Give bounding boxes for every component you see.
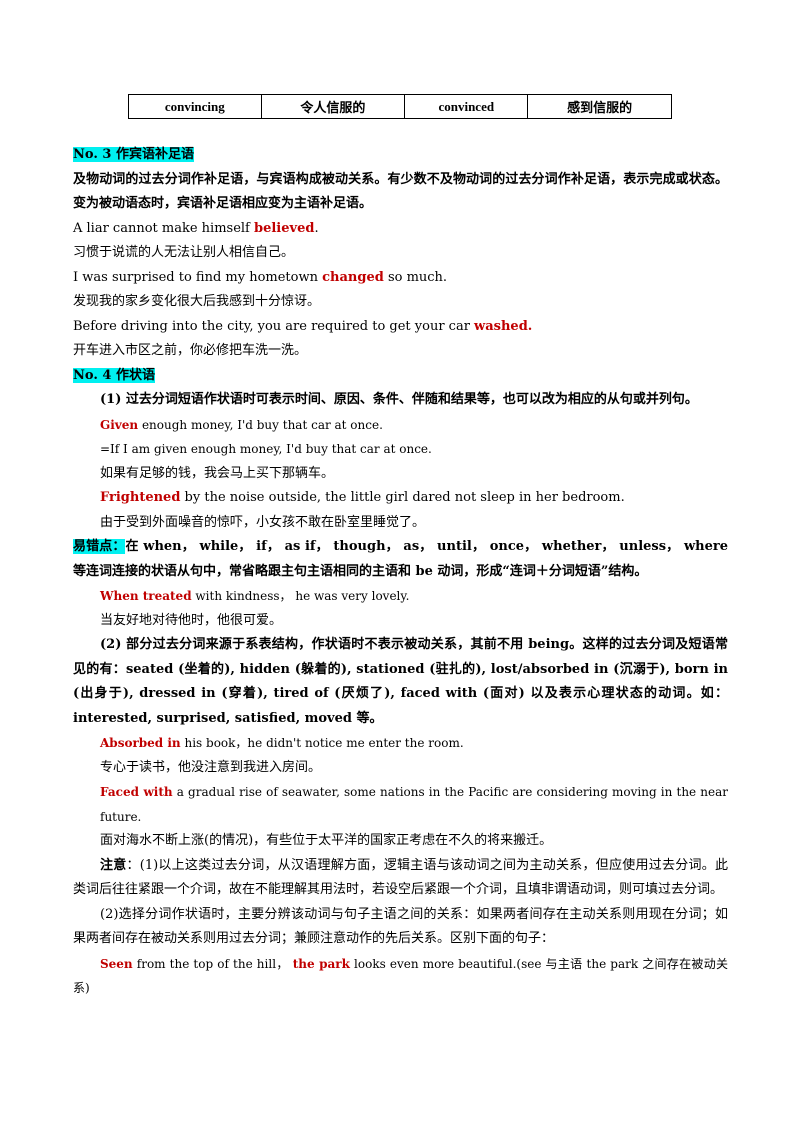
example-translation: 发现我的家乡变化很大后我感到十分惊讶。 bbox=[73, 294, 321, 309]
table-cell: 令人信服的 bbox=[260, 94, 406, 119]
example-sentence: When treated with kindness， he was very … bbox=[100, 589, 410, 603]
example-translation: 如果有足够的钱，我会马上买下那辆车。 bbox=[100, 465, 335, 481]
example-sentence: Before driving into the city, you are re… bbox=[73, 318, 533, 334]
rule-text: 及物动词的过去分词作补足语，与宾语构成被动关系。有少数不及物动词的过去分词作补足… bbox=[73, 171, 728, 212]
section-heading-no3: No. 3 作宾语补足语 bbox=[73, 147, 194, 162]
rule-text: (1) 过去分词短语作状语时可表示时间、原因、条件、伴随和结果等，也可以改为相应… bbox=[100, 392, 698, 407]
table-cell: convinced bbox=[404, 94, 529, 119]
example-translation: 开车进入市区之前，你必修把车洗一洗。 bbox=[73, 343, 308, 358]
section-heading-no4: No. 4 作状语 bbox=[73, 367, 155, 383]
example-sentence: Faced with a gradual rise of seawater, s… bbox=[100, 785, 728, 824]
example-sentence: Absorbed in his book，he didn't notice me… bbox=[100, 736, 464, 750]
example-sentence: A liar cannot make himself believed. bbox=[73, 220, 319, 236]
example-translation: 当友好地对待他时，他很可爱。 bbox=[100, 612, 283, 628]
example-sentence: Frightened by the noise outside, the lit… bbox=[100, 490, 625, 505]
table-row: convincing 令人信服的 convinced 感到信服的 bbox=[128, 94, 672, 119]
rule-text: (2) 部分过去分词来源于系表结构，作状语时不表示被动关系，其前不用 being… bbox=[73, 637, 728, 726]
example-sentence: Given enough money, I'd buy that car at … bbox=[100, 417, 383, 432]
document-page: convincing 令人信服的 convinced 感到信服的 No. 3 作… bbox=[73, 94, 728, 1001]
example-translation: 专心于读书，他没注意到我进入房间。 bbox=[100, 759, 322, 775]
note-paragraph: (2)选择分词作状语时，主要分辨该动词与句子主语之间的关系：如果两者间存在主动关… bbox=[73, 906, 728, 947]
error-point: 易错点：在 when， while， if， as if， though， as… bbox=[73, 539, 728, 579]
example-translation: 习惯于说谎的人无法让别人相信自己。 bbox=[73, 245, 295, 260]
table-cell: convincing bbox=[128, 94, 262, 119]
example-translation: 由于受到外面噪音的惊吓，小女孩不敢在卧室里睡觉了。 bbox=[100, 514, 426, 530]
example-translation: 面对海水不断上涨(的情况)，有些位于太平洋的国家正考虑在不久的将来搬迁。 bbox=[100, 833, 553, 848]
example-sentence: Seen from the top of the hill， the park … bbox=[73, 956, 728, 996]
note-paragraph: 注意：(1)以上这类过去分词，从汉语理解方面，逻辑主语与该动词之间为主动关系，但… bbox=[73, 857, 728, 898]
example-alternative: =If I am given enough money, I'd buy tha… bbox=[100, 442, 432, 456]
vocab-table: convincing 令人信服的 convinced 感到信服的 bbox=[128, 94, 672, 119]
table-cell: 感到信服的 bbox=[527, 94, 672, 119]
example-sentence: I was surprised to find my hometown chan… bbox=[73, 269, 448, 285]
